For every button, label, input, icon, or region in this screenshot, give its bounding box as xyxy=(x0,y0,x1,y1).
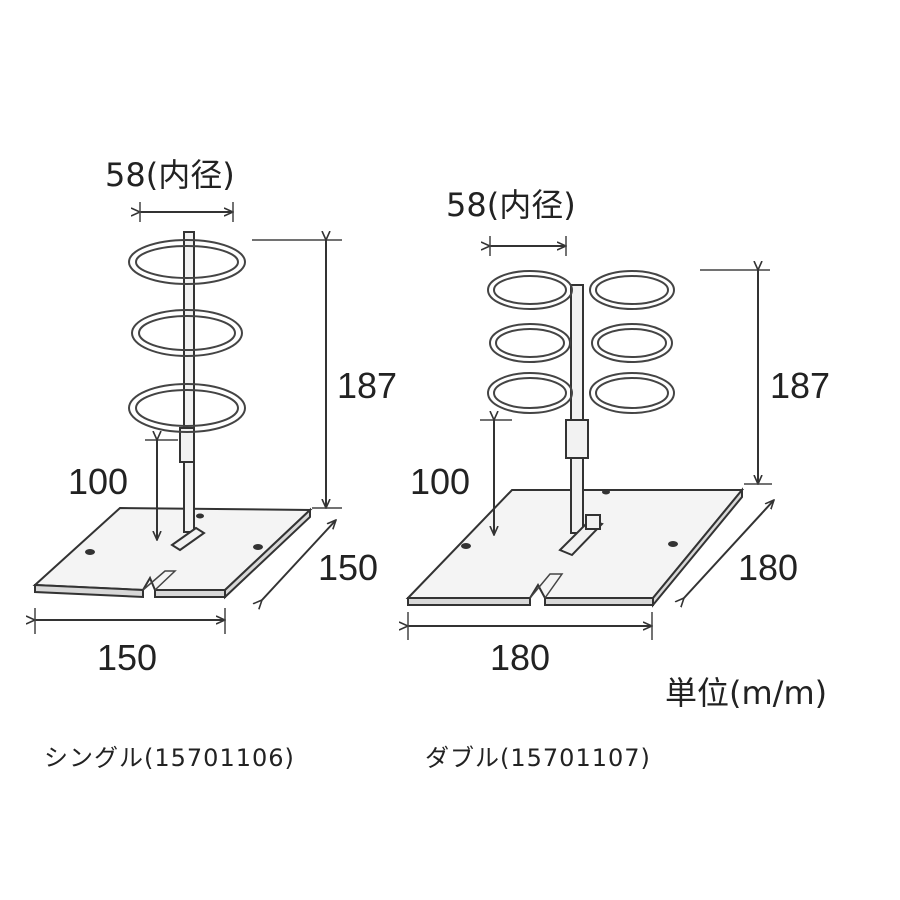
double-caption: ダブル(15701107) xyxy=(425,744,651,772)
double-inner-diameter-label: 58(内径) xyxy=(446,186,576,224)
single-base-plate xyxy=(32,506,313,600)
single-pole xyxy=(170,231,206,552)
single-inner-diameter-label: 58(内径) xyxy=(105,156,235,194)
single-lower-height-label: 100 xyxy=(68,461,128,502)
single-dimension-lines xyxy=(35,202,342,634)
double-rings-left xyxy=(487,270,573,414)
single-rings xyxy=(128,239,246,433)
single-width-label: 150 xyxy=(97,637,157,678)
double-pole xyxy=(558,284,604,557)
single-caption: シングル(15701106) xyxy=(44,744,295,772)
single-height-label: 187 xyxy=(337,365,397,406)
double-height-label: 187 xyxy=(770,365,830,406)
single-stand-drawing: 58(内径) 187 100 150 150 xyxy=(35,156,397,678)
double-stand-drawing: 58(内径) 187 100 180 180 xyxy=(408,186,830,678)
double-rings-right xyxy=(589,270,675,414)
double-depth-label: 180 xyxy=(738,547,798,588)
double-lower-height-label: 100 xyxy=(410,461,470,502)
unit-label: 単位(m/m) xyxy=(665,674,827,712)
single-depth-label: 150 xyxy=(318,547,378,588)
double-width-label: 180 xyxy=(490,637,550,678)
double-dimension-lines xyxy=(408,236,774,640)
